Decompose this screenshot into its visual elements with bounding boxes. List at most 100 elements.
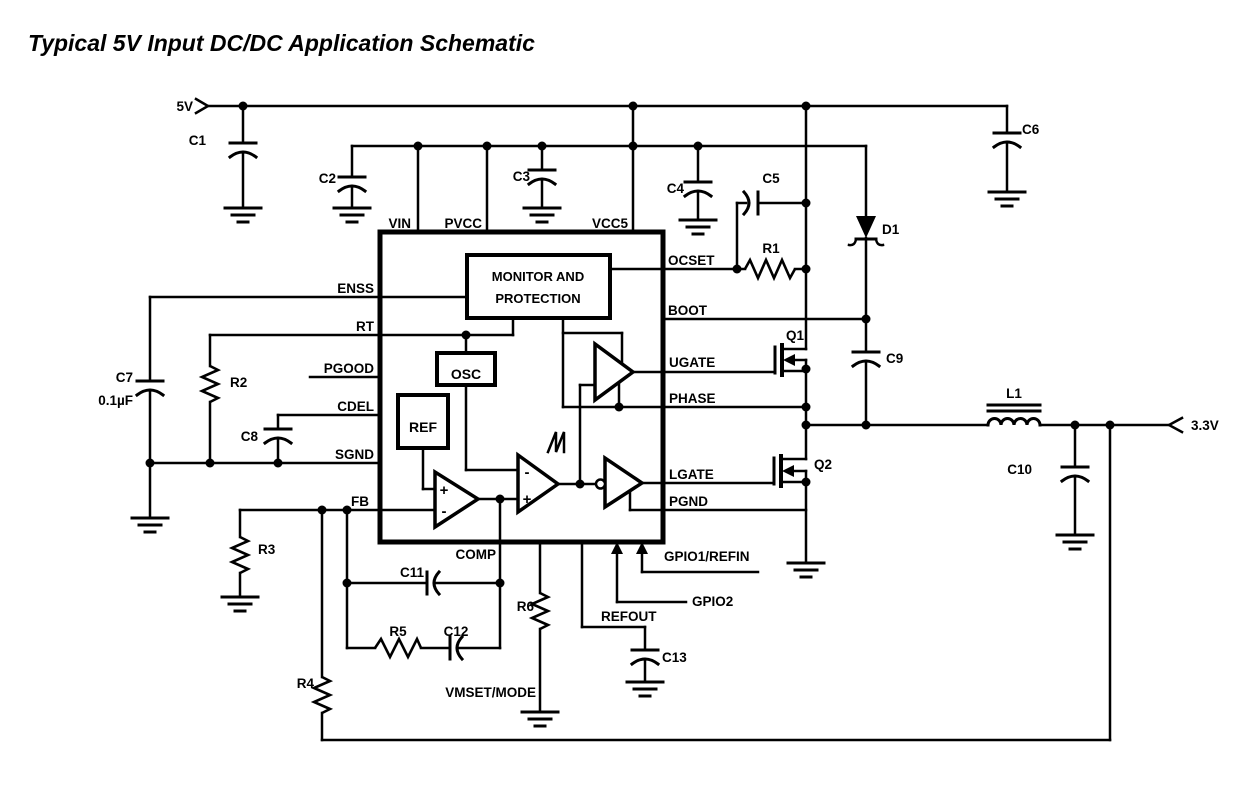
monitor-protection-block [465, 253, 612, 320]
lgate-driver [603, 454, 646, 511]
cap-c13 [629, 648, 661, 667]
ic-outline [377, 229, 666, 545]
ground-icon [520, 710, 560, 728]
ic-internal [396, 253, 646, 531]
pin-boot: BOOT [668, 303, 708, 318]
cap-c3 [526, 144, 558, 210]
gpio2-arrow-icon [611, 542, 623, 554]
ground-icon [130, 516, 170, 534]
ground-icon [1055, 533, 1095, 551]
junction-dots [145, 101, 1115, 588]
label-r2: R2 [230, 375, 247, 390]
ground-icon [625, 680, 665, 698]
label-c1: C1 [189, 133, 207, 148]
cap-c12 [448, 634, 465, 662]
label-c12: C12 [444, 624, 469, 639]
label-q1: Q1 [786, 328, 805, 343]
label-c5: C5 [762, 171, 780, 186]
pin-pvcc: PVCC [444, 216, 482, 231]
pin-vmset-mode: VMSET/MODE [445, 685, 536, 700]
mosfet-q2 [772, 454, 808, 488]
label-q2: Q2 [814, 457, 832, 472]
label-r6: R6 [517, 599, 535, 614]
resistor-r1 [743, 256, 797, 282]
resistor-symbols [198, 256, 797, 715]
label-l1: L1 [1006, 386, 1022, 401]
pin-lgate: LGATE [669, 467, 714, 482]
ground-icon [220, 595, 260, 613]
label-r3: R3 [258, 542, 276, 557]
resistor-r4 [310, 675, 334, 715]
diode-d1 [847, 216, 885, 247]
pwm-plus: + [523, 491, 532, 508]
pin-ocset: OCSET [668, 253, 715, 268]
ground-icon [522, 206, 562, 224]
pin-cdel: CDEL [337, 399, 374, 414]
pin-vin: VIN [388, 216, 411, 231]
page-title: Typical 5V Input DC/DC Application Schem… [28, 30, 535, 56]
pin-vcc5: VCC5 [592, 216, 629, 231]
resistor-r5 [373, 635, 423, 660]
monitor-block-label-2: PROTECTION [495, 291, 580, 306]
ground-icon [332, 206, 372, 224]
osc-block [435, 351, 497, 387]
mosfet-q1 [773, 343, 808, 377]
sawtooth-icon [546, 431, 566, 454]
cap-c8 [262, 413, 294, 465]
input-arrow-icon [194, 97, 211, 115]
pin-fb: FB [351, 494, 369, 509]
pin-comp: COMP [456, 547, 497, 562]
cap-c10 [1059, 423, 1091, 537]
cap-c4 [682, 144, 714, 222]
resistor-r6 [528, 591, 552, 631]
error-amp-minus: - [442, 503, 447, 520]
pin-gpio2: GPIO2 [692, 594, 733, 609]
ground-icon [678, 218, 718, 236]
pin-enss: ENSS [337, 281, 374, 296]
cap-c11 [425, 569, 442, 597]
pwm-comparator [516, 451, 562, 516]
output-arrow-icon [1166, 416, 1184, 434]
ground-icon [223, 206, 263, 224]
monitor-block-label-1: MONITOR AND [492, 269, 584, 284]
label-r5: R5 [389, 624, 407, 639]
label-d1: D1 [882, 222, 900, 237]
label-c13: C13 [662, 650, 687, 665]
label-c7-value: 0.1µF [98, 393, 133, 408]
pin-pgood: PGOOD [324, 361, 375, 376]
label-c3: C3 [513, 169, 531, 184]
pin-sgnd: SGND [335, 447, 374, 462]
label-c11: C11 [400, 565, 425, 580]
inverter-bubble-icon [594, 478, 607, 490]
net-label-3v3: 3.3V [1191, 418, 1219, 433]
pin-refout: REFOUT [601, 609, 657, 624]
cap-c7 [134, 295, 166, 520]
inductor-l1 [986, 403, 1042, 427]
ref-block-label: REF [409, 419, 437, 435]
label-r4: R4 [297, 676, 315, 691]
cap-c2 [336, 144, 368, 210]
pin-phase: PHASE [669, 391, 716, 406]
label-c4: C4 [667, 181, 685, 196]
gpio1-arrow-icon [636, 542, 648, 554]
capacitor-symbols [134, 104, 1091, 667]
label-c7: C7 [116, 370, 133, 385]
cap-c9 [850, 350, 882, 369]
resistor-r3 [228, 535, 252, 575]
ground-icon [987, 190, 1027, 208]
ugate-driver [593, 340, 636, 404]
cap-c6 [991, 104, 1023, 194]
ref-block [396, 393, 450, 450]
net-label-5v: 5V [176, 99, 193, 114]
pwm-minus: - [525, 464, 530, 481]
label-c6: C6 [1022, 122, 1040, 137]
cap-c5 [741, 189, 760, 217]
label-c8: C8 [241, 429, 259, 444]
ground-icon [786, 561, 826, 579]
cap-c1 [227, 104, 259, 210]
label-c10: C10 [1007, 462, 1032, 477]
error-amp-plus: + [440, 482, 449, 499]
pin-gpio1-refin: GPIO1/REFIN [664, 549, 750, 564]
